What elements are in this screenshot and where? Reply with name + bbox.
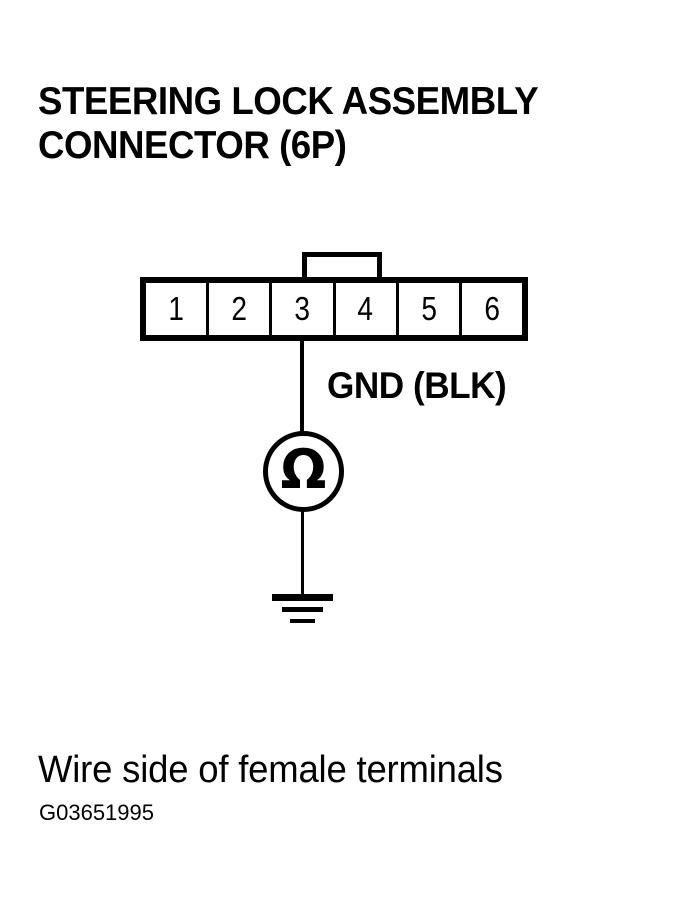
figure-title: STEERING LOCK ASSEMBLY CONNECTOR (6P) [38, 80, 658, 168]
cavity-number-label: 5 [420, 289, 437, 327]
connector-body: 1 2 3 4 5 6 [140, 277, 528, 341]
connector-cavity-3: 3 [272, 283, 336, 335]
figure-caption: Wire side of female terminals [38, 749, 503, 791]
connector-cavity-5: 5 [399, 283, 462, 335]
title-line-2: CONNECTOR (6P) [38, 124, 347, 167]
connector-cavity-6: 6 [462, 283, 522, 335]
connector-locking-tab-icon [302, 252, 382, 283]
wire-lead-to-ground [301, 510, 304, 598]
wire-lead-from-cavity-3 [300, 338, 304, 433]
cavity-number-label: 1 [168, 289, 184, 327]
ohmmeter-icon: Ω [263, 431, 344, 512]
figure-id-label: G03651995 [39, 800, 154, 825]
ground-symbol-bar-3 [290, 619, 315, 623]
cavity-number-label: 6 [484, 289, 500, 327]
connector-cavity-4: 4 [336, 283, 399, 335]
ohm-symbol: Ω [280, 437, 327, 501]
connector-cavity-2: 2 [209, 283, 273, 335]
ground-symbol-bar-2 [282, 607, 323, 612]
cavity-number-label: 3 [294, 289, 311, 327]
cavity-number-label: 4 [357, 289, 374, 327]
ground-symbol-icon [272, 594, 333, 601]
wire-label-gnd: GND (BLK) [327, 365, 507, 406]
cavity-number-label: 2 [231, 289, 248, 327]
title-line-1: STEERING LOCK ASSEMBLY [38, 80, 539, 123]
connector-cavity-1: 1 [146, 283, 210, 335]
